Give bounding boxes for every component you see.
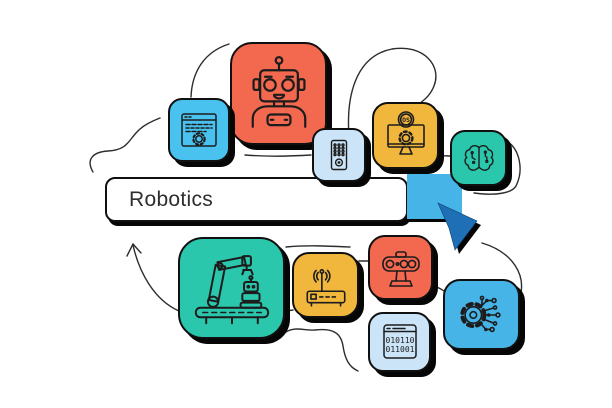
tile-scanner[interactable] [368,235,433,300]
tile-browser-window[interactable] [168,98,230,162]
os-badge-label: OS [402,116,410,124]
tile-binary-code[interactable]: 010110 011001 [368,312,431,372]
wifi-router-icon [300,259,352,311]
tile-wifi-router[interactable] [292,252,359,318]
tile-robotic-arm[interactable] [178,237,285,339]
monitor-os-gear-icon: OS [379,109,433,163]
gear-circuit-icon [452,287,512,343]
binary-line-1: 010110 [385,336,414,345]
robot-head-icon [238,51,320,137]
brain-icon [457,137,501,180]
tile-circuit-gear[interactable] [443,279,520,350]
tile-remote-control[interactable] [312,128,366,182]
tile-os-monitor[interactable]: OS [372,102,439,169]
robotic-arm-assembly-icon [188,245,276,331]
browser-gear-icon [176,107,222,153]
scanner-device-icon [376,242,426,294]
remote-control-icon [319,135,359,175]
binary-line-2: 011001 [385,345,414,354]
tile-robot-head[interactable] [230,42,327,145]
tile-ai-brain[interactable] [450,130,507,186]
binary-code-window-icon: 010110 011001 [376,319,424,365]
search-input[interactable]: Robotics [105,177,408,222]
search-input-value: Robotics [129,187,214,211]
